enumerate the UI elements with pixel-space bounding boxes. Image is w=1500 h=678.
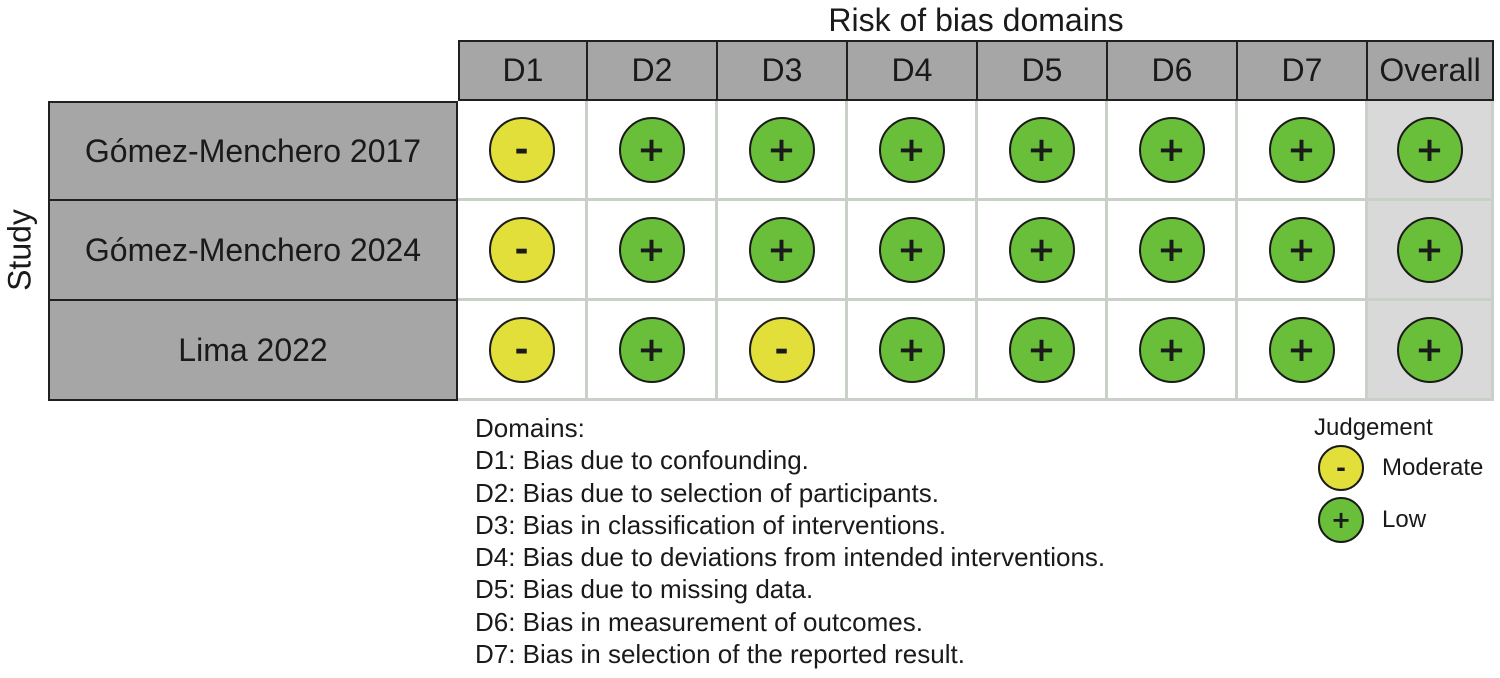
column-header-d1: D1 (458, 40, 588, 101)
low-judgement-icon: + (878, 216, 945, 283)
legend-item-moderate: - Moderate (1300, 442, 1500, 494)
judgement-cell: + (588, 301, 718, 401)
judgement-cell: + (848, 201, 978, 301)
judgement-cell: + (718, 201, 848, 301)
judgement-cell: + (588, 101, 718, 201)
column-header-overall: Overall (1366, 40, 1494, 101)
low-judgement-icon: + (878, 316, 945, 383)
judgement-cell: - (458, 301, 588, 401)
judgement-cell: + (1108, 101, 1238, 201)
y-axis-label: Study (1, 209, 38, 291)
judgement-cell: - (458, 201, 588, 301)
moderate-judgement-icon: - (488, 316, 555, 383)
judgement-legend: Judgement - Moderate + Low (1300, 414, 1500, 546)
judgement-cell: + (1238, 201, 1368, 301)
column-header-d5: D5 (976, 40, 1108, 101)
judgement-cell: + (1368, 101, 1494, 201)
low-dot-icon: + (1318, 497, 1364, 543)
column-header-d2: D2 (586, 40, 718, 101)
judgement-cell: + (1368, 301, 1494, 401)
judgement-cell: + (1238, 101, 1368, 201)
domain-description: D1: Bias due to confounding. (475, 445, 809, 476)
domains-heading: Domains: (475, 413, 585, 443)
low-judgement-icon: + (1268, 116, 1335, 183)
judgement-cell: + (588, 201, 718, 301)
judgement-cell: + (978, 101, 1108, 201)
low-judgement-icon: + (1396, 216, 1463, 283)
low-judgement-icon: + (1008, 116, 1075, 183)
chart-title: Risk of bias domains (828, 2, 1124, 38)
low-judgement-icon: + (1268, 216, 1335, 283)
low-judgement-icon: + (1008, 216, 1075, 283)
moderate-judgement-icon: - (748, 316, 815, 383)
moderate-judgement-icon: - (488, 116, 555, 183)
legend-item-low: + Low (1300, 494, 1500, 546)
low-judgement-icon: + (618, 116, 685, 183)
low-judgement-icon: + (1138, 116, 1205, 183)
judgement-cell: + (848, 101, 978, 201)
domain-description: D2: Bias due to selection of participant… (475, 477, 939, 508)
judgement-cell: + (1238, 301, 1368, 401)
judgement-cell: + (1108, 201, 1238, 301)
judgement-cell: + (848, 301, 978, 401)
judgement-cell: + (718, 101, 848, 201)
judgement-cell: - (458, 101, 588, 201)
judgement-cell: - (718, 301, 848, 401)
judgement-cell: + (1108, 301, 1238, 401)
low-judgement-icon: + (618, 316, 685, 383)
low-judgement-icon: + (1396, 116, 1463, 183)
low-judgement-icon: + (878, 116, 945, 183)
low-judgement-icon: + (748, 216, 815, 283)
judgement-cell: + (978, 201, 1108, 301)
domain-description: D4: Bias due to deviations from intended… (475, 542, 1106, 573)
legend-label: Moderate (1382, 454, 1484, 481)
domain-description: D5: Bias due to missing data. (475, 574, 814, 605)
column-header-d3: D3 (716, 40, 848, 101)
low-judgement-icon: + (748, 116, 815, 183)
column-header-d6: D6 (1106, 40, 1238, 101)
low-judgement-icon: + (1268, 316, 1335, 383)
domains-key: Domains: D1: Bias due to confounding. D2… (475, 412, 1105, 670)
low-judgement-icon: + (1008, 316, 1075, 383)
low-judgement-icon: + (1138, 316, 1205, 383)
judgement-cell: + (978, 301, 1108, 401)
low-judgement-icon: + (1396, 316, 1463, 383)
legend-label: Low (1382, 506, 1427, 533)
domain-description: D7: Bias in selection of the reported re… (475, 639, 965, 670)
low-judgement-icon: + (1138, 216, 1205, 283)
study-label: Lima 2022 (48, 301, 458, 401)
y-axis-label-container: Study (0, 200, 40, 300)
low-judgement-icon: + (618, 216, 685, 283)
column-header-d4: D4 (846, 40, 978, 101)
judgement-cell: + (1368, 201, 1494, 301)
column-header-d7: D7 (1236, 40, 1368, 101)
study-label: Gómez-Menchero 2024 (48, 201, 458, 301)
grid-corner (48, 40, 458, 101)
legend-title: Judgement (1314, 414, 1433, 441)
moderate-judgement-icon: - (488, 216, 555, 283)
domain-description: D6: Bias in measurement of outcomes. (475, 606, 923, 637)
moderate-dot-icon: - (1318, 445, 1364, 491)
domain-description: D3: Bias in classification of interventi… (475, 509, 947, 540)
study-label: Gómez-Menchero 2017 (48, 101, 458, 201)
